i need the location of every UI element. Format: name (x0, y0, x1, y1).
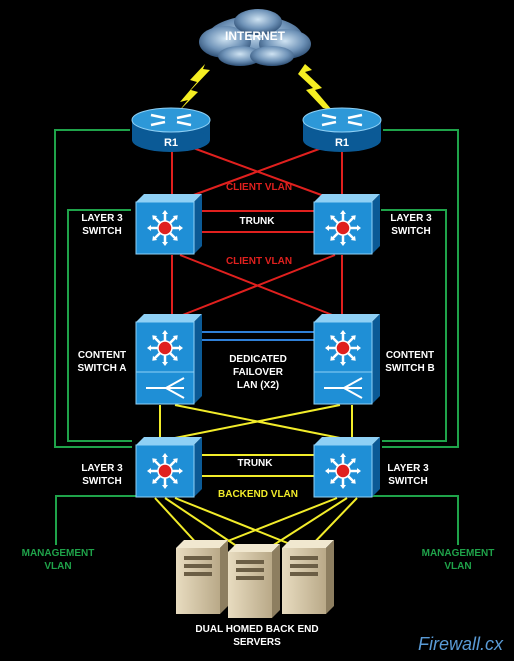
router-right (302, 107, 382, 152)
failover-line2: FAILOVER (233, 367, 284, 378)
servers-label-line1: DUAL HOMED BACK END (195, 624, 318, 635)
servers-label-line2: SERVERS (233, 637, 281, 648)
internet-cloud (199, 9, 311, 66)
server-1 (176, 540, 228, 614)
layer3-switch-bottom-left (135, 437, 202, 498)
client-vlan-mid-label: CLIENT VLAN (226, 256, 292, 267)
layer3-bottom-left-line1: LAYER 3 (81, 463, 123, 474)
failover-line3: LAN (X2) (237, 380, 279, 391)
layer3-top-left-line2: SWITCH (82, 226, 121, 237)
router-left-label: R1 (164, 137, 178, 149)
management-right-line1: MANAGEMENT (422, 548, 495, 559)
switch-arrows-icon (147, 453, 183, 489)
client-vlan-top-label: CLIENT VLAN (226, 182, 292, 193)
failover-line1: DEDICATED (229, 354, 287, 365)
content-switch-a-line1: CONTENT (78, 350, 126, 361)
management-right-line2: VLAN (444, 561, 471, 572)
load-balancer-icon (324, 377, 363, 399)
internet-label: INTERNET (225, 29, 286, 43)
layer3-switch-top-right (313, 194, 380, 255)
content-switch-b (313, 314, 380, 405)
router-right-label: R1 (335, 137, 349, 149)
content-switch-a-line2: SWITCH A (77, 363, 126, 374)
switch-arrows-icon (325, 210, 361, 246)
server-3 (282, 540, 334, 614)
switch-arrows-icon (325, 330, 361, 366)
server-2 (228, 544, 280, 618)
content-switch-b-line1: CONTENT (386, 350, 434, 361)
switch-arrows-icon (325, 453, 361, 489)
content-switch-a (135, 314, 202, 405)
trunk-bottom-label: TRUNK (238, 458, 274, 469)
layer3-top-left-line1: LAYER 3 (81, 213, 123, 224)
switch-arrows-icon (147, 210, 183, 246)
client-vlan-lines (171, 144, 343, 320)
lightning-left-icon (178, 64, 210, 112)
router-arrows-icon (150, 113, 192, 127)
layer3-switch-bottom-right (313, 437, 380, 498)
router-arrows-icon (321, 113, 363, 127)
load-balancer-icon (146, 377, 185, 399)
layer3-bottom-right-line2: SWITCH (388, 476, 427, 487)
failover-lines (198, 331, 316, 341)
lightning-right-icon (298, 64, 332, 110)
layer3-top-right-line2: SWITCH (391, 226, 430, 237)
management-vlan-lines (54, 129, 459, 545)
layer3-switch-top-left (135, 194, 202, 255)
layer3-bottom-left-line2: SWITCH (82, 476, 121, 487)
switch-arrows-icon (147, 330, 183, 366)
trunk-top-label: TRUNK (240, 216, 276, 227)
router-left (131, 107, 211, 152)
management-left-line2: VLAN (44, 561, 71, 572)
content-switch-b-line2: SWITCH B (385, 363, 434, 374)
layer3-bottom-right-line1: LAYER 3 (387, 463, 429, 474)
servers (176, 540, 334, 618)
layer3-top-right-line1: LAYER 3 (390, 213, 432, 224)
management-left-line1: MANAGEMENT (22, 548, 95, 559)
firewall-logo: Firewall.cx (418, 634, 504, 654)
backend-vlan-label: BACKEND VLAN (218, 489, 298, 500)
